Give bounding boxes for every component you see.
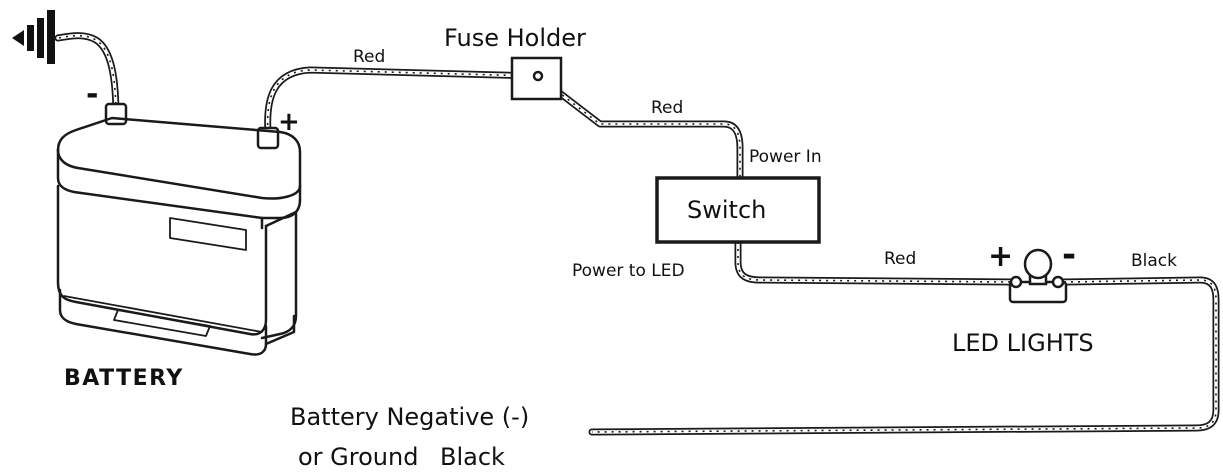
ground-label-line-1: Battery Negative (-) (290, 403, 529, 431)
wire-label-red-3: Red (884, 249, 916, 269)
wire-battery-negative-to-ground (54, 32, 120, 122)
fuse-holder-icon (510, 56, 563, 101)
led-negative-sign: - (1062, 235, 1076, 275)
battery-positive-sign: + (278, 107, 300, 137)
ground-icon (12, 10, 55, 64)
wire-battery-to-fuse (264, 66, 540, 136)
wire-led-to-ground (588, 276, 1220, 436)
wire-label-black-1: Black (1131, 251, 1177, 271)
power-in-label: Power In (749, 147, 822, 167)
led-bulb-icon (1008, 248, 1068, 304)
led-positive-sign: + (988, 239, 1013, 274)
battery-icon (56, 102, 302, 356)
wire-switch-to-led (734, 238, 1016, 286)
battery-negative-sign: - (86, 77, 98, 112)
wire-fuse-to-switch (536, 74, 744, 182)
switch-label: Switch (687, 196, 766, 224)
battery-label: BATTERY (64, 366, 184, 391)
led-lights-label: LED LIGHTS (952, 329, 1094, 357)
fuse-holder-label: Fuse Holder (444, 24, 586, 52)
wire-label-red-1: Red (353, 47, 385, 67)
wire-label-red-2: Red (651, 98, 683, 118)
ground-label-line-2: or Ground (298, 443, 418, 471)
power-to-led-label: Power to LED (572, 261, 685, 281)
switch-box (655, 176, 821, 244)
ground-label-black: Black (440, 443, 505, 471)
